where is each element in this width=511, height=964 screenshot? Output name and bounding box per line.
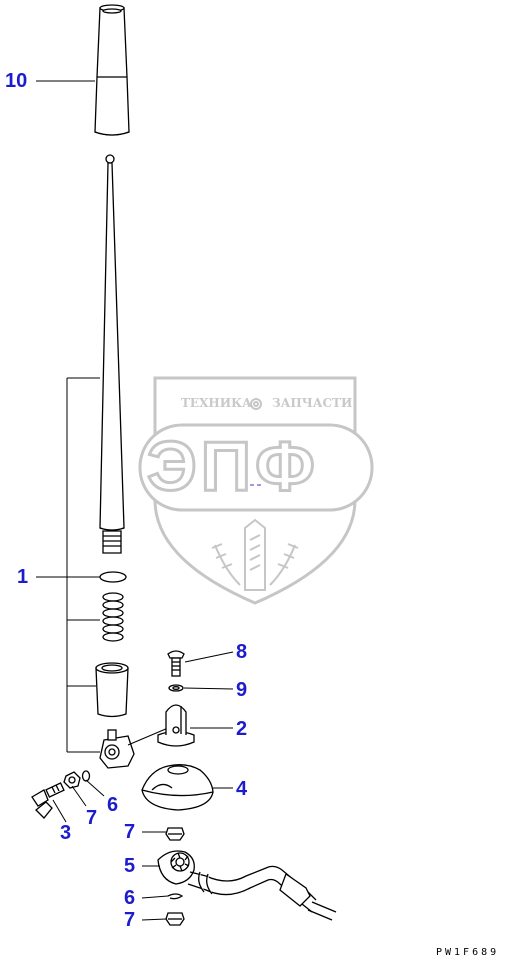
watermark-logo: ЭПФ xyxy=(146,426,319,507)
spring-part[interactable] xyxy=(102,592,124,642)
watermark-wheat-icon xyxy=(211,518,299,591)
wing-bolt-part[interactable] xyxy=(31,782,65,819)
nut-part-c[interactable] xyxy=(165,912,185,926)
callout-10[interactable]: 10 xyxy=(5,70,28,92)
lock-washer-part-a[interactable] xyxy=(81,770,91,782)
lock-washer-part-b[interactable] xyxy=(167,893,184,900)
callout-6a[interactable]: 6 xyxy=(107,794,119,816)
callout-9[interactable]: 9 xyxy=(236,679,248,701)
sleeve-part[interactable] xyxy=(95,662,129,718)
cover-part[interactable] xyxy=(141,764,214,811)
callout-3[interactable]: 3 xyxy=(60,822,72,844)
watermark-left-word: ТЕХНИКА xyxy=(181,396,252,410)
nut-part-a[interactable] xyxy=(63,771,81,789)
watermark-shield xyxy=(138,376,374,605)
screw-part[interactable] xyxy=(167,650,185,677)
callout-8[interactable]: 8 xyxy=(236,641,248,663)
callout-7b[interactable]: 7 xyxy=(124,821,136,843)
callout-2[interactable]: 2 xyxy=(236,718,248,740)
antenna-cap-part[interactable] xyxy=(94,4,130,136)
callout-5[interactable]: 5 xyxy=(124,855,136,877)
washer-part[interactable] xyxy=(168,684,184,692)
group-bracket-1 xyxy=(66,377,100,753)
callout-1[interactable]: 1 xyxy=(17,566,29,588)
callout-7a[interactable]: 7 xyxy=(86,807,98,829)
bracket-part[interactable] xyxy=(157,704,195,747)
callout-4[interactable]: 4 xyxy=(236,778,248,800)
base-cable-part[interactable] xyxy=(157,850,337,921)
callout-7c[interactable]: 7 xyxy=(124,909,136,931)
callout-6b[interactable]: 6 xyxy=(124,887,136,909)
leader-lines xyxy=(36,80,234,921)
antenna-rod-part[interactable] xyxy=(99,154,125,554)
o-ring-part[interactable] xyxy=(99,571,127,583)
watermark-gear-icon xyxy=(250,398,262,410)
watermark-right-word: ЗАПЧАСТИ xyxy=(272,396,353,410)
leader-block-to-bracket xyxy=(127,727,169,746)
drawing-code: PW1F689 xyxy=(436,947,500,958)
mount-block-part[interactable] xyxy=(99,729,135,769)
nut-part-b[interactable] xyxy=(165,827,185,841)
